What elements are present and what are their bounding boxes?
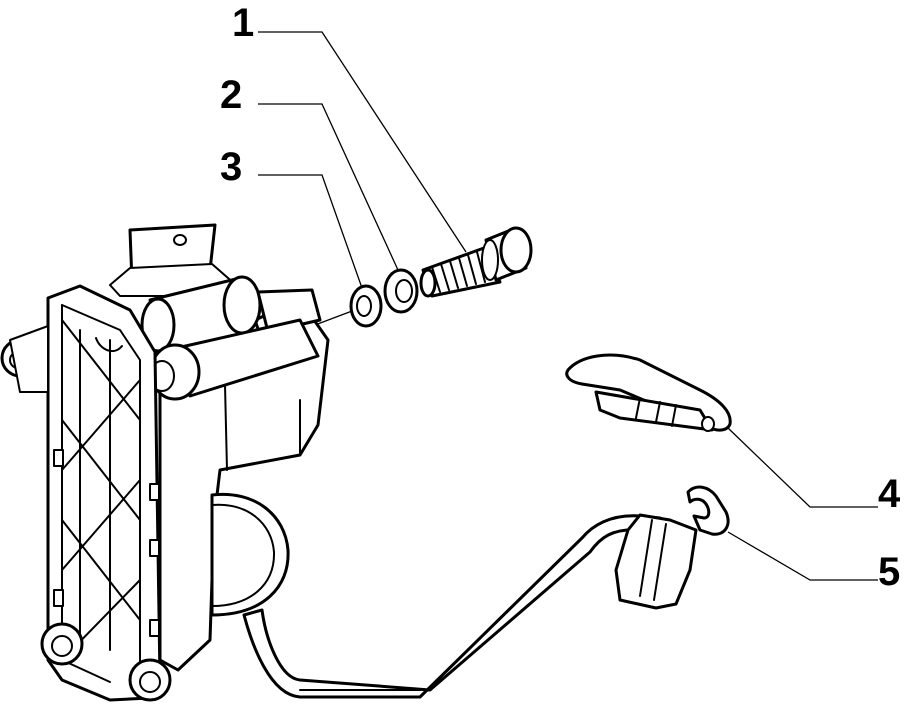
callout-label-3: 3 [220,145,242,189]
clip-part [686,485,730,536]
thin-washer-part [349,284,383,328]
washer-part [383,268,419,314]
callout-label-1: 1 [232,1,254,45]
leader-line-4 [727,427,878,508]
leader-line-1 [258,31,467,253]
screw-part [419,226,533,298]
pedal-pad-part [565,353,732,432]
callout-label-2: 2 [220,73,242,117]
leader-line-5 [727,531,878,581]
leader-line-3 [258,174,363,289]
callout-label-5: 5 [878,550,900,594]
callout-label-4: 4 [878,472,901,516]
leader-line-2 [258,103,399,271]
pedal-assembly [0,223,698,702]
